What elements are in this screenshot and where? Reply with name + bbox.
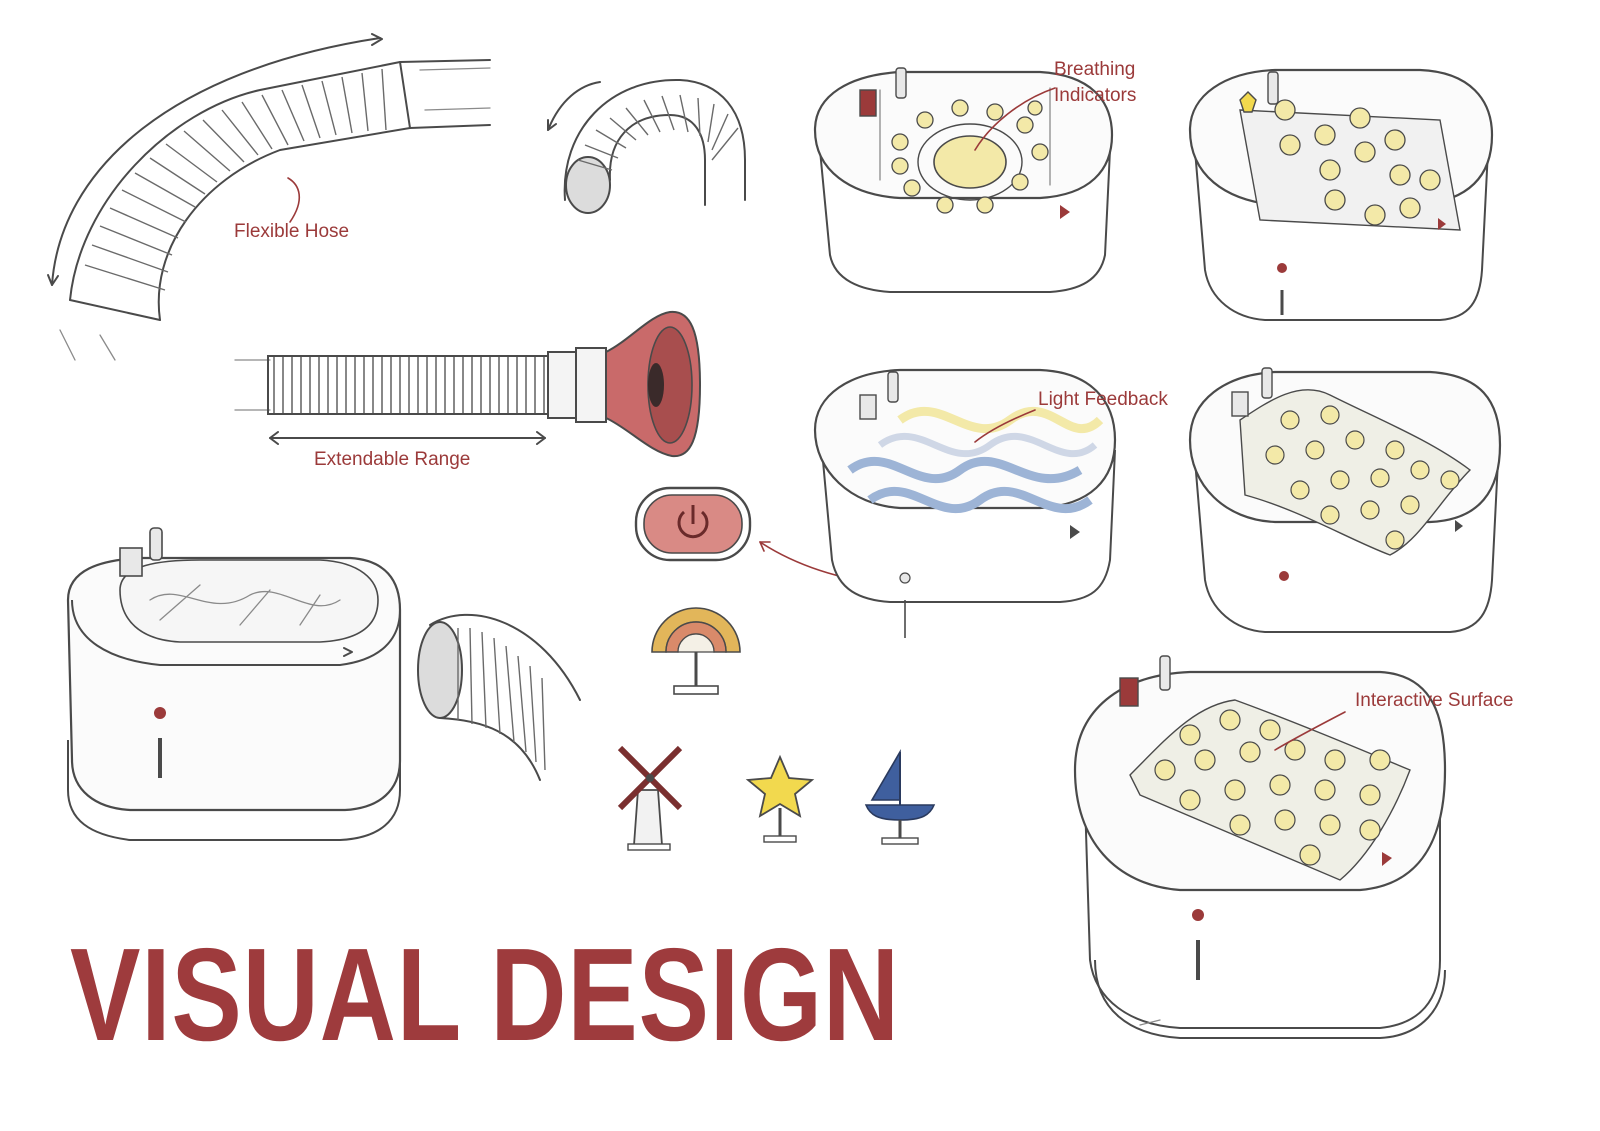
main-device-sketch <box>66 527 581 841</box>
coiled-hose-sketch <box>547 78 746 214</box>
device-triangle-grid <box>1188 367 1502 633</box>
device-wave-indicators <box>1188 68 1494 321</box>
flexible-hose-sketch <box>47 33 491 361</box>
sailboat-icon <box>864 749 936 845</box>
device-breathing-indicators <box>813 67 1114 293</box>
label-extendable-range: Extendable Range <box>314 449 471 470</box>
label-breathing-indicators-line1: Breathing <box>1054 59 1136 80</box>
label-flexible-hose: Flexible Hose <box>234 221 350 242</box>
label-light-feedback: Light Feedback <box>1038 389 1168 410</box>
extendable-hose-sketch <box>234 310 702 458</box>
power-icon <box>634 486 891 586</box>
windmill-icon <box>617 745 683 851</box>
device-interactive-surface <box>1073 655 1447 1039</box>
rainbow-icon <box>651 607 741 695</box>
star-icon <box>745 754 815 843</box>
page-title: VISUAL DESIGN <box>70 921 900 1068</box>
device-light-feedback <box>813 368 1117 638</box>
label-breathing-indicators-line2: Indicators <box>1054 85 1137 106</box>
label-interactive-surface: Interactive Surface <box>1355 690 1514 711</box>
